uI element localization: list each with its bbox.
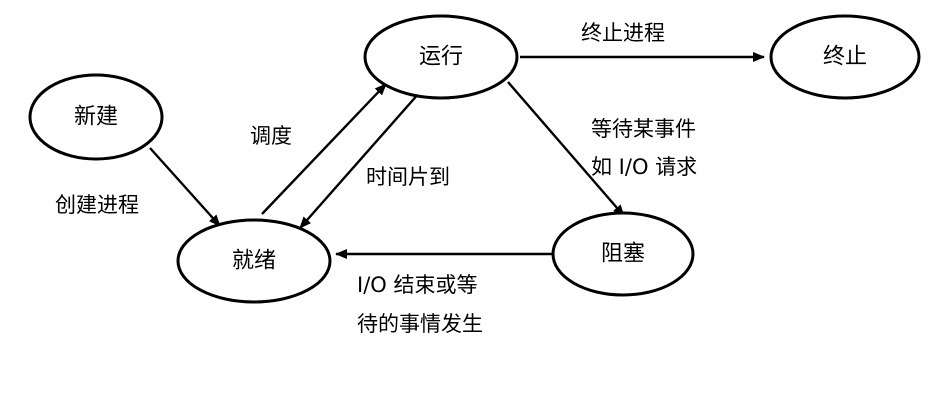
edge-label-create: 创建进程 — [55, 193, 139, 217]
edge-label-dispatch: 调度 — [250, 124, 292, 148]
edge-label-wakeup-line2: 待的事情发生 — [357, 312, 483, 336]
edge-label-wait-line2: 如 I/O 请求 — [591, 155, 697, 179]
node-new-label: 新建 — [74, 105, 118, 130]
node-blocked: 阻塞 — [551, 211, 695, 297]
edge-label-timeout: 时间片到 — [366, 165, 450, 189]
node-terminated: 终止 — [769, 14, 921, 100]
edge-dispatch — [261, 83, 387, 215]
edge-label-wait-line1: 等待某事件 — [591, 117, 696, 141]
node-running-label: 运行 — [419, 45, 463, 70]
edge-wait — [507, 81, 625, 217]
node-blocked-label: 阻塞 — [601, 242, 645, 267]
node-running: 运行 — [363, 14, 519, 100]
node-ready: 就绪 — [176, 218, 332, 304]
edge-create — [149, 147, 221, 227]
node-terminated-label: 终止 — [823, 45, 867, 70]
node-new: 新建 — [28, 73, 164, 161]
node-ready-label: 就绪 — [232, 249, 276, 274]
edge-label-terminate: 终止进程 — [581, 21, 665, 45]
edge-timeout — [299, 91, 421, 229]
edge-label-wakeup-line1: I/O 结束或等 — [357, 273, 477, 297]
